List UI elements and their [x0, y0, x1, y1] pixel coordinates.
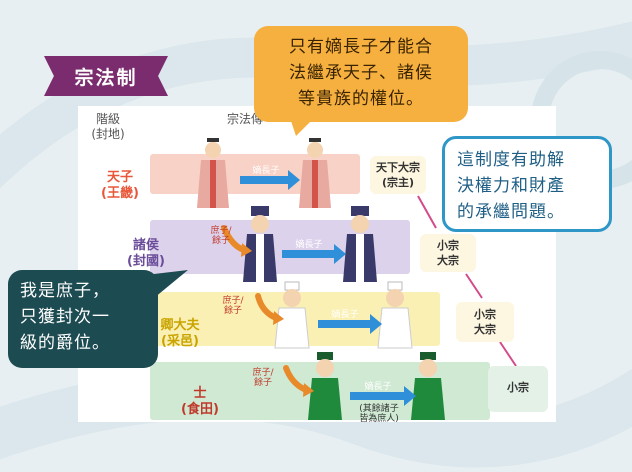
- rank-label-qingdafu: 卿大夫 (采邑): [150, 318, 210, 350]
- rank-name: 卿大夫: [160, 318, 200, 333]
- callout-purpose: 這制度有助解 決權力和財產 的承繼問題。: [442, 136, 612, 232]
- sect-box-grand: 天下大宗 (宗主): [370, 156, 426, 194]
- rank-fief: (采邑): [161, 334, 199, 349]
- sect-relation-arrow: [417, 195, 517, 367]
- callout-pointer: [290, 118, 314, 136]
- commoner-note: (其餘諸子 皆為庶人): [359, 404, 399, 424]
- rank-name: 諸侯: [132, 238, 159, 253]
- sect-line: 小宗: [507, 381, 529, 394]
- heir-label: 嫡長子: [364, 382, 392, 392]
- title-ribbon: 宗法制: [44, 56, 168, 96]
- branch-label: 庶子/ 餘子: [252, 368, 274, 388]
- sect-box-shi: 小宗: [488, 366, 548, 412]
- rank-column-header: 階級 (封地): [91, 112, 125, 141]
- sect-box-qingdafu: 小宗 大宗: [456, 302, 514, 342]
- page-title: 宗法制: [74, 67, 138, 89]
- scholar-figure: [411, 352, 445, 420]
- sect-line: 小宗: [437, 239, 459, 252]
- sect-line: 大宗: [474, 323, 496, 336]
- sect-line: (宗主): [381, 176, 415, 189]
- branch-label: 庶子/ 餘子: [210, 226, 232, 246]
- callout-pointer: [154, 270, 188, 298]
- callout-heir-rule: 只有嫡長子才能合 法繼承天子、諸侯 等貴族的權位。: [254, 26, 468, 122]
- sect-line: 小宗: [474, 308, 496, 321]
- rank-label-zhuhou: 諸侯 (封國): [118, 238, 174, 270]
- heir-arrow: [240, 170, 416, 406]
- heir-label: 嫡長子: [331, 310, 359, 320]
- rank-fief: (封國): [127, 254, 165, 269]
- heir-label: 嫡長子: [252, 166, 280, 176]
- emperor-figure: [197, 138, 229, 208]
- branch-arrowheads: [241, 243, 314, 397]
- branch-label: 庶子/ 餘子: [222, 296, 244, 316]
- heir-label: 嫡長子: [295, 240, 323, 250]
- rank-name: 天子: [106, 170, 133, 185]
- minister-figure: [377, 281, 413, 349]
- lord-figure: [243, 206, 277, 282]
- lord-figure: [343, 206, 377, 282]
- inherit-column-header: 宗法傳: [226, 112, 263, 126]
- rank-name: 士: [193, 386, 207, 401]
- minister-figure: [274, 281, 310, 349]
- sect-line: 大宗: [437, 254, 459, 267]
- sect-line: 天下大宗: [376, 161, 420, 174]
- rank-label-tianzi: 天子 (王畿): [92, 170, 148, 202]
- rank-fief: (王畿): [101, 186, 139, 201]
- emperor-figure: [299, 138, 331, 208]
- callout-branch-son: 我是庶子， 只獲封次一 級的爵位。: [8, 270, 158, 368]
- rank-label-shi: 士 (食田): [172, 386, 228, 418]
- sect-box-zhuhou: 小宗 大宗: [420, 234, 476, 272]
- rank-fief: (食田): [181, 402, 219, 417]
- scholar-figure: [308, 352, 342, 420]
